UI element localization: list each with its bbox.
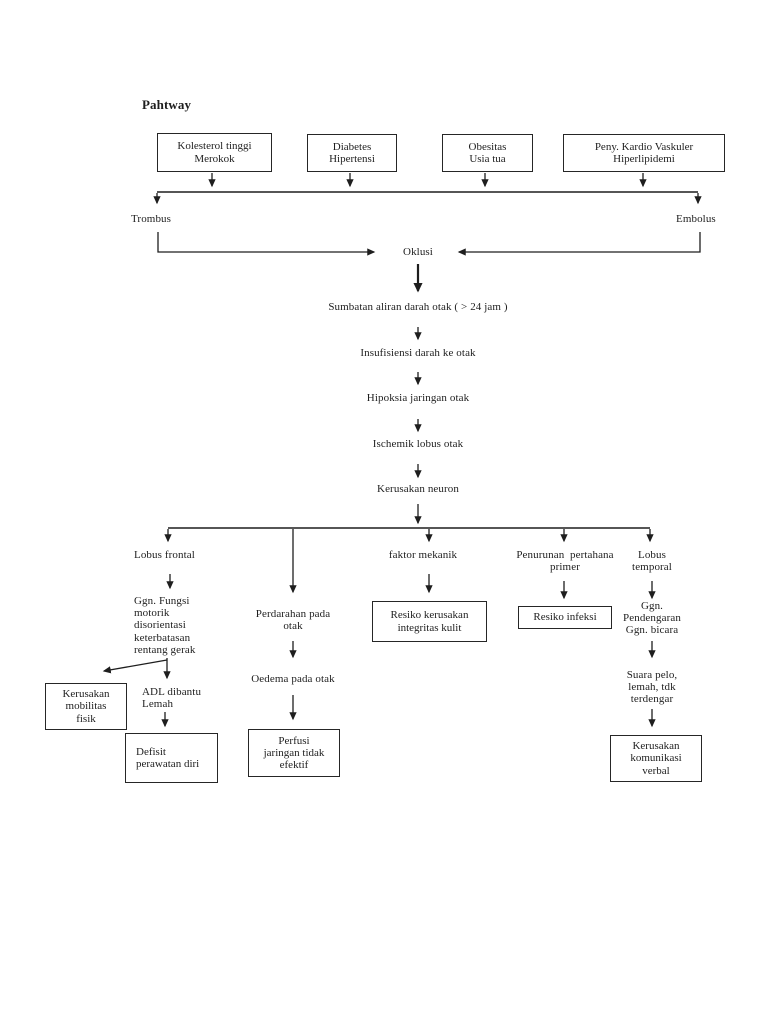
node-ggn-fungsi-motorik: Ggn. Fungsi motorik disorientasi keterba… xyxy=(134,595,196,656)
diagnosis-box-defisit-perawatan: Defisit perawatan diri xyxy=(125,733,218,783)
node-embolus: Embolus xyxy=(676,213,716,225)
diagnosis-label: Kerusakan mobilitas fisik xyxy=(62,688,110,725)
diagnosis-box-kerusakan-komunikasi: Kerusakan komunikasi verbal xyxy=(610,735,702,782)
column-arrows xyxy=(102,574,656,728)
node-ggn-pendengaran: Ggn. Pendengaran Ggn. bicara xyxy=(623,600,681,637)
node-oklusi: Oklusi xyxy=(403,246,433,258)
diagnosis-box-perfusi-jaringan: Perfusi jaringan tidak efektif xyxy=(248,729,340,777)
diagnosis-box-kerusakan-mobilitas: Kerusakan mobilitas fisik xyxy=(45,683,127,730)
risk-box-label: Diabetes Hipertensi xyxy=(329,140,375,165)
node-hipoksia: Hipoksia jaringan otak xyxy=(366,392,470,404)
arrow-line xyxy=(102,659,168,674)
diagnosis-box-resiko-kerusakan-kulit: Resiko kerusakan integritas kulit xyxy=(372,601,487,642)
risk-box-kardiovaskuler: Peny. Kardio Vaskuler Hiperlipidemi xyxy=(563,134,725,172)
branch-bus-and-drops xyxy=(164,527,654,594)
node-trombus: Trombus xyxy=(131,213,172,225)
diagnosis-box-resiko-infeksi: Resiko infeksi xyxy=(518,606,612,629)
diagnosis-label: Kerusakan komunikasi verbal xyxy=(630,740,682,777)
node-kerusakan-neuron: Kerusakan neuron xyxy=(377,483,459,495)
risk-box-diabetes: Diabetes Hipertensi xyxy=(307,134,397,172)
node-oedema: Oedema pada otak xyxy=(251,673,335,685)
risk-to-bus-arrows xyxy=(153,173,702,205)
diagnosis-label: Resiko kerusakan integritas kulit xyxy=(390,609,469,634)
node-sumbatan: Sumbatan aliran darah otak ( > 24 jam ) xyxy=(328,301,508,313)
risk-box-label: Obesitas Usia tua xyxy=(468,140,507,165)
branch-lobus-frontal: Lobus frontal xyxy=(134,549,195,561)
node-ischemik: Ischemik lobus otak xyxy=(372,438,464,450)
node-adl-dibantu: ADL dibantu Lemah xyxy=(142,686,202,711)
node-perdarahan: Perdarahan pada otak xyxy=(255,608,331,633)
branch-penurunan-pertahana: Penurunan pertahana primer xyxy=(516,549,614,574)
trombus-embolus-to-oklusi xyxy=(157,232,701,256)
node-insufisiensi: Insufisiensi darah ke otak xyxy=(360,347,476,359)
risk-box-kolesterol: Kolesterol tinggi Merokok xyxy=(157,133,272,172)
page-title: Pahtway xyxy=(142,97,192,112)
arrow-line xyxy=(157,232,376,256)
diagnosis-label: Defisit perawatan diri xyxy=(136,745,200,770)
node-suara-pelo: Suara pelo, lemah, tdk terdengar xyxy=(626,669,678,706)
risk-box-label: Kolesterol tinggi Merokok xyxy=(177,140,252,165)
arrow-line xyxy=(457,232,701,256)
diagnosis-label: Perfusi jaringan tidak efektif xyxy=(263,734,325,772)
branch-faktor-mekanik: faktor mekanik xyxy=(388,549,458,561)
branch-lobus-temporal: Lobus temporal xyxy=(632,549,672,574)
diagnosis-label: Resiko infeksi xyxy=(533,611,597,624)
risk-box-label: Peny. Kardio Vaskuler Hiperlipidemi xyxy=(594,140,694,165)
risk-box-obesitas: Obesitas Usia tua xyxy=(442,134,533,172)
